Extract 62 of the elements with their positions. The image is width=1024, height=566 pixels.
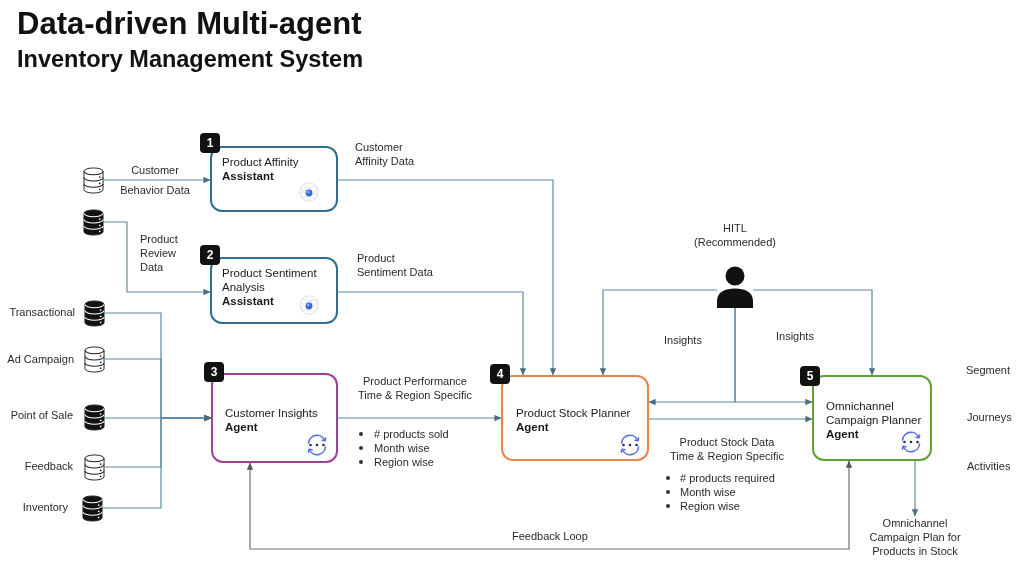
assistant-box xyxy=(210,146,338,212)
database-icon xyxy=(83,209,104,236)
edge-label: Insights xyxy=(776,329,814,343)
arrow xyxy=(752,289,876,376)
assistant-box xyxy=(210,257,338,324)
source-label: Point of Sale xyxy=(10,408,73,422)
role-text: Agent xyxy=(516,420,549,434)
role-text: Assistant xyxy=(222,169,274,183)
step-number: 3 xyxy=(204,362,224,382)
edge-label: Product Stock Data Time & Region Specific xyxy=(668,435,786,463)
role-text: Agent xyxy=(826,427,859,441)
feature-label: Segment xyxy=(966,363,1011,377)
title-text: Omnichannel Campaign Planner xyxy=(826,399,923,427)
agent-box xyxy=(812,375,932,461)
edge-label: Product Performance Time & Region Specific xyxy=(356,374,474,402)
arrow xyxy=(102,414,212,509)
arrow xyxy=(599,289,718,376)
source-label: Transactional xyxy=(9,305,75,319)
bullet-item: # products sold xyxy=(374,427,449,441)
arrow xyxy=(246,460,853,550)
step-number: 4 xyxy=(490,364,510,384)
title-text: Product Stock Planner xyxy=(516,406,631,420)
arrow xyxy=(337,414,502,422)
title: Data-driven Multi-agent xyxy=(17,6,362,42)
arrow xyxy=(103,221,211,296)
title-text: Product Affinity xyxy=(222,155,299,169)
role-text: Agent xyxy=(225,420,258,434)
source-label: Inventory xyxy=(22,500,68,514)
edge-label: Customer Behavior Data xyxy=(119,163,191,198)
feature-label: Activities xyxy=(967,459,1011,473)
edge-label: Feedback Loop xyxy=(512,529,588,543)
bullet-item: Month wise xyxy=(680,485,736,499)
bullet-item: # products required xyxy=(680,471,775,485)
database-icon xyxy=(84,300,105,327)
database-icon xyxy=(84,404,105,431)
source-label: Ad Campaign xyxy=(7,352,74,366)
bullet-item: Month wise xyxy=(374,441,430,455)
title-text: Customer Insights xyxy=(225,406,318,420)
caption-text: HITL (Recommended) xyxy=(693,221,777,249)
output-text: Omnichannel Campaign Plan for Products in Stock xyxy=(865,516,965,558)
arrow xyxy=(337,179,557,376)
arrow xyxy=(911,460,919,517)
person-icon xyxy=(717,266,753,308)
subtitle: Inventory Management System xyxy=(17,45,364,73)
step-number: 1 xyxy=(200,133,220,153)
arrow xyxy=(103,176,211,184)
database-icon xyxy=(82,495,103,522)
role-text: Assistant xyxy=(222,294,274,308)
arrow xyxy=(734,307,813,406)
bullet-item: Region wise xyxy=(374,455,434,469)
arrow xyxy=(337,291,527,376)
step-number: 2 xyxy=(200,245,220,265)
database-icon xyxy=(83,167,104,194)
feature-label: Journeys xyxy=(967,410,1012,424)
database-icon xyxy=(84,454,105,481)
source-label: Feedback xyxy=(24,459,73,473)
edge-label: Insights xyxy=(664,333,702,347)
bullet-item: Region wise xyxy=(680,499,740,513)
arrow xyxy=(648,415,813,423)
title-text: Product Sentiment Analysis xyxy=(222,266,318,294)
database-icon xyxy=(84,346,105,373)
step-number: 5 xyxy=(800,366,820,386)
